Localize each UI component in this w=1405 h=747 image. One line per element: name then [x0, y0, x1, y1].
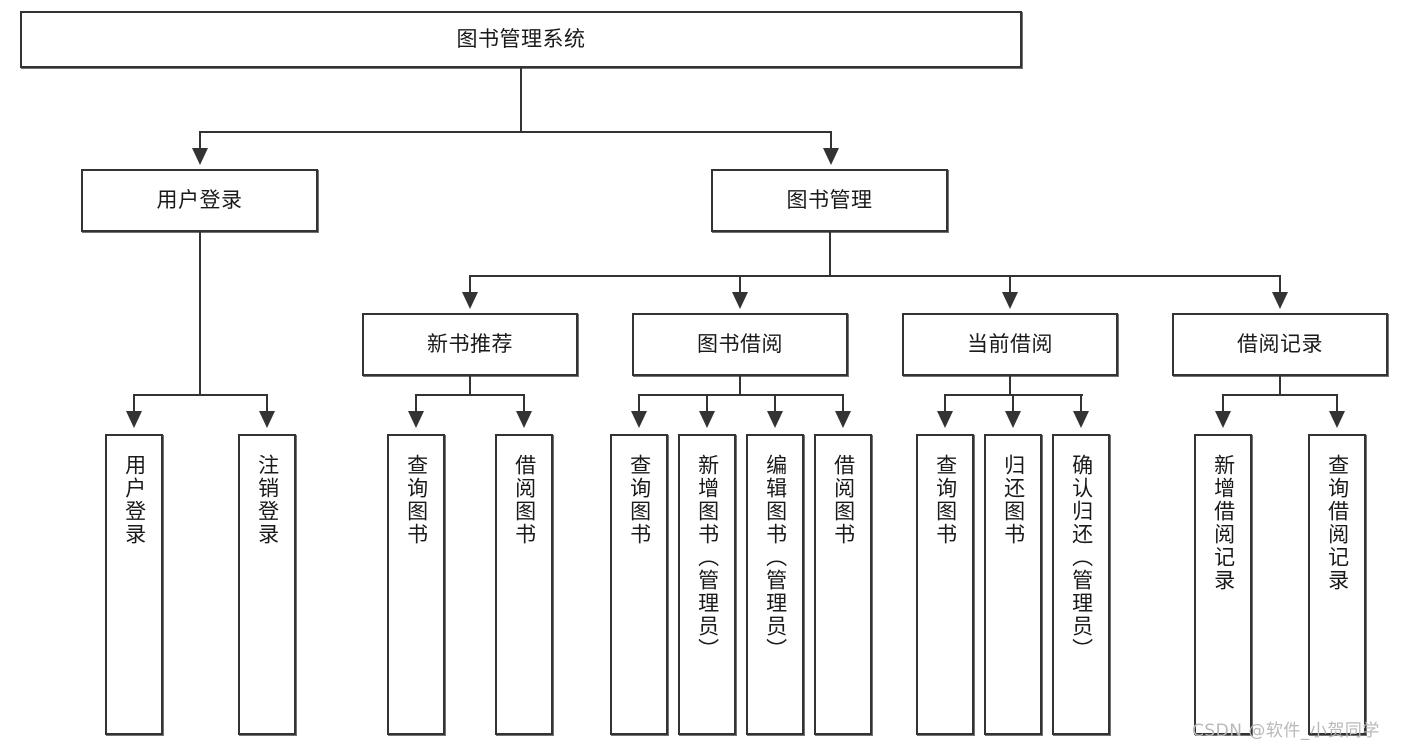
- connector-root-stem: [520, 68, 522, 132]
- arrow-to-leaf-add-borrow-record: [1215, 411, 1231, 428]
- node-label: 图书管理: [786, 188, 873, 213]
- connector-new-book-left: [415, 394, 417, 414]
- node-label: 图书借阅: [697, 332, 783, 357]
- leaf-borrow-book-new-recommend[interactable]: 借阅图书: [495, 434, 553, 735]
- arrow-to-leaf-confirm-return: [1073, 411, 1089, 428]
- connector-current-borrow-stem: [1009, 376, 1011, 395]
- node-new-book-recommend[interactable]: 新书推荐: [362, 313, 578, 376]
- leaf-label: 查询图书: [933, 454, 958, 546]
- leaf-query-book-new-recommend[interactable]: 查询图书: [387, 434, 445, 735]
- leaf-logout[interactable]: 注销登录: [238, 434, 296, 735]
- arrow-to-leaf-add-book: [699, 411, 715, 428]
- connector-borrow-record-right: [1336, 394, 1338, 414]
- arrow-to-leaf-user-login: [126, 411, 142, 428]
- leaf-label: 编辑图书（管理员）: [763, 454, 788, 661]
- arrow-to-new-book-recommend: [462, 292, 478, 309]
- connector-book-borrow-stem: [739, 376, 741, 395]
- connector-book-borrow-c4: [842, 394, 844, 414]
- arrow-to-leaf-return-book: [1005, 411, 1021, 428]
- leaf-label: 新增图书（管理员）: [695, 454, 720, 661]
- node-label: 用户登录: [156, 188, 243, 213]
- leaf-borrow-book-borrow[interactable]: 借阅图书: [814, 434, 872, 735]
- connector-book-management-bus: [469, 275, 1281, 277]
- arrow-to-borrow-record: [1272, 292, 1288, 309]
- leaf-label: 查询图书: [404, 454, 429, 546]
- node-book-management[interactable]: 图书管理: [711, 169, 948, 232]
- arrow-to-leaf-borrow-book-2: [835, 411, 851, 428]
- leaf-label: 注销登录: [255, 454, 280, 546]
- leaf-return-book[interactable]: 归还图书: [984, 434, 1042, 735]
- leaf-confirm-return-admin[interactable]: 确认归还（管理员）: [1052, 434, 1110, 735]
- connector-user-login-bus: [133, 394, 268, 396]
- connector-borrow-record-bus: [1222, 394, 1338, 396]
- node-book-borrow[interactable]: 图书借阅: [632, 313, 848, 376]
- leaf-label: 新增借阅记录: [1211, 454, 1236, 592]
- leaf-edit-book-admin[interactable]: 编辑图书（管理员）: [746, 434, 804, 735]
- connector-new-book-right: [523, 394, 525, 414]
- connector-book-borrow-c1: [638, 394, 640, 414]
- node-label: 借阅记录: [1237, 332, 1323, 357]
- connector-book-borrow-bus: [638, 394, 844, 396]
- leaf-query-book-borrow[interactable]: 查询图书: [610, 434, 668, 735]
- node-label: 新书推荐: [427, 332, 513, 357]
- leaf-label: 归还图书: [1001, 454, 1026, 546]
- arrow-to-leaf-query-book-3: [937, 411, 953, 428]
- leaf-label: 借阅图书: [831, 454, 856, 546]
- leaf-query-book-current[interactable]: 查询图书: [916, 434, 974, 735]
- leaf-label: 确认归还（管理员）: [1069, 454, 1094, 661]
- connector-borrow-record-stem: [1279, 376, 1281, 395]
- connector-root-bus: [199, 131, 832, 133]
- connector-book-borrow-c2: [706, 394, 708, 414]
- connector-to-current-borrow: [1009, 275, 1011, 295]
- arrow-to-user-login: [192, 148, 208, 165]
- node-label: 图书管理系统: [456, 27, 586, 52]
- arrow-to-leaf-borrow-book-1: [516, 411, 532, 428]
- node-user-login[interactable]: 用户登录: [81, 169, 318, 232]
- connector-current-borrow-c1: [944, 394, 946, 414]
- leaf-add-borrow-record[interactable]: 新增借阅记录: [1194, 434, 1252, 735]
- watermark-csdn: CSDN @软件_小贺同学: [1192, 721, 1380, 741]
- leaf-query-borrow-record[interactable]: 查询借阅记录: [1308, 434, 1366, 735]
- connector-book-borrow-c3: [774, 394, 776, 414]
- leaf-label: 借阅图书: [512, 454, 537, 546]
- arrow-to-book-borrow: [732, 292, 748, 309]
- leaf-label: 查询图书: [627, 454, 652, 546]
- connector-root-to-book-management: [830, 131, 832, 151]
- leaf-label: 用户登录: [122, 454, 147, 546]
- node-current-borrow[interactable]: 当前借阅: [902, 313, 1118, 376]
- arrow-to-leaf-query-book-2: [631, 411, 647, 428]
- connector-user-login-left: [133, 394, 135, 414]
- connector-to-borrow-record: [1279, 275, 1281, 295]
- arrow-to-current-borrow: [1002, 292, 1018, 309]
- connector-user-login-stem: [199, 232, 201, 395]
- arrow-to-leaf-logout: [259, 411, 275, 428]
- connector-user-login-right: [266, 394, 268, 414]
- leaf-add-book-admin[interactable]: 新增图书（管理员）: [678, 434, 736, 735]
- connector-new-book-bus: [415, 394, 525, 396]
- connector-to-new-book: [469, 275, 471, 295]
- connector-root-to-user-login: [199, 131, 201, 151]
- connector-current-borrow-c2: [1012, 394, 1014, 414]
- connector-current-borrow-c3: [1080, 394, 1082, 414]
- arrow-to-leaf-query-borrow-record: [1329, 411, 1345, 428]
- leaf-label: 查询借阅记录: [1325, 454, 1350, 592]
- arrow-to-leaf-edit-book: [767, 411, 783, 428]
- node-label: 当前借阅: [967, 332, 1053, 357]
- node-borrow-record[interactable]: 借阅记录: [1172, 313, 1388, 376]
- arrow-to-book-management: [823, 148, 839, 165]
- connector-new-book-stem: [469, 376, 471, 395]
- connector-to-book-borrow: [739, 275, 741, 295]
- arrow-to-leaf-query-book-1: [408, 411, 424, 428]
- connector-borrow-record-left: [1222, 394, 1224, 414]
- leaf-user-login[interactable]: 用户登录: [105, 434, 163, 735]
- node-root-book-management-system[interactable]: 图书管理系统: [20, 11, 1022, 68]
- connector-book-management-stem: [829, 232, 831, 276]
